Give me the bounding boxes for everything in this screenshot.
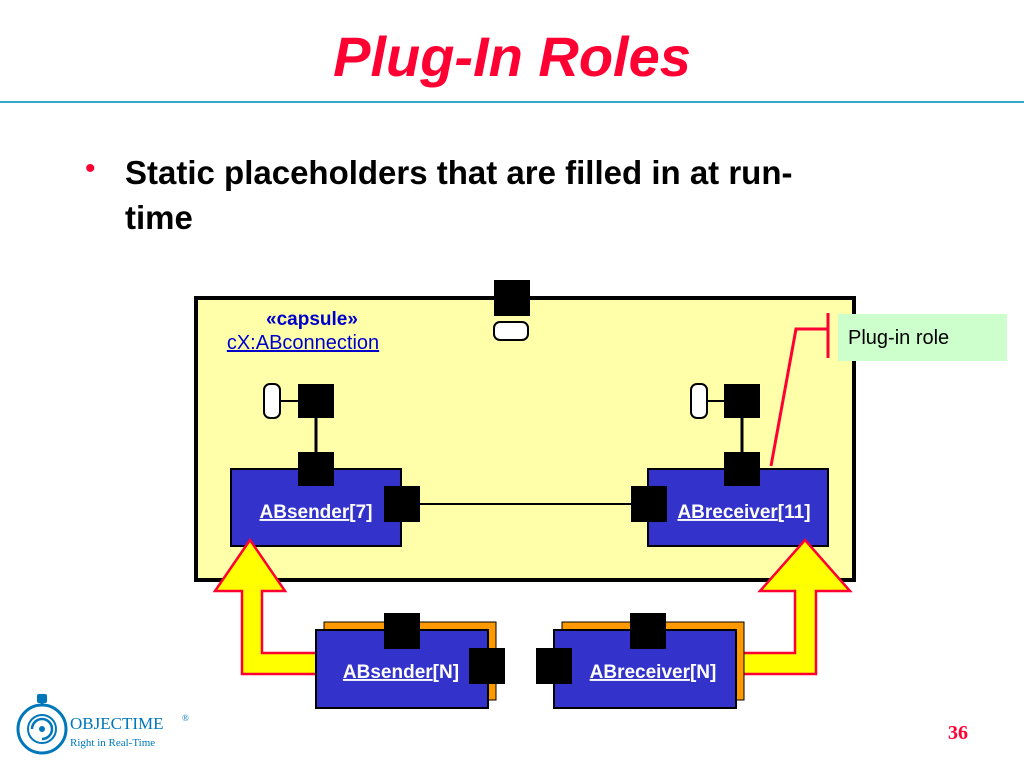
absender-class-link: ABsender	[260, 502, 350, 523]
capsule-stereotype: «capsule»	[266, 309, 358, 330]
abreceiver-port-top	[724, 452, 760, 486]
stopwatch-icon	[16, 694, 68, 755]
capsule-port-conjugate	[493, 321, 529, 341]
capsule-name-link[interactable]: cX:ABconnection	[227, 332, 379, 354]
absender-port-right	[384, 486, 420, 522]
absender-plugin-multiplicity: [N]	[433, 662, 459, 683]
bullet-marker: •	[85, 152, 96, 185]
abreceiver-class-link: ABreceiver	[677, 502, 778, 523]
absender-plugin-class-link: ABsender	[343, 662, 433, 683]
abreceiver-plugin-class-link: ABreceiver	[590, 662, 691, 683]
receiver-relay-port	[724, 384, 760, 418]
logo-brand: OBJECTIME	[70, 714, 164, 733]
sender-relay-lozenge	[263, 383, 281, 419]
abreceiver-plugin-port-top	[630, 613, 666, 649]
bullet-line-1: Static placeholders that are filled in a…	[125, 154, 793, 191]
objectime-logo: OBJECTIME ® Right in Real-Time	[16, 694, 189, 755]
receiver-relay-lozenge	[690, 383, 708, 419]
abreceiver-plugin-label: ABreceiver[N]	[590, 662, 717, 683]
plugin-role-label: Plug-in role	[848, 327, 949, 349]
absender-plugin-port-top	[384, 613, 420, 649]
slide-title: Plug-In Roles	[333, 25, 691, 88]
abreceiver-label: ABreceiver[11]	[677, 502, 810, 523]
abreceiver-plugin-multiplicity: [N]	[690, 662, 716, 683]
receiver-realization-arrow	[738, 538, 853, 676]
plugin-role-callout	[838, 314, 1007, 361]
logo-tagline: Right in Real-Time	[70, 737, 155, 749]
logo-registered-mark: ®	[182, 713, 189, 723]
sender-realization-arrow	[212, 537, 322, 676]
abreceiver-port-left	[631, 486, 667, 522]
plugin-role-pointer	[769, 327, 828, 467]
bullet-text: Static placeholders that are filled in a…	[125, 150, 945, 240]
absender-plugin-label: ABsender[N]	[343, 662, 459, 683]
absender-plugin-port-right	[469, 648, 505, 684]
abreceiver-plugin-port-left	[536, 648, 572, 684]
bullet-line-2: time	[125, 199, 193, 236]
sender-relay-port	[298, 384, 334, 418]
abreceiver-multiplicity: [11]	[778, 502, 811, 523]
title-divider	[0, 101, 1024, 103]
absender-multiplicity: [7]	[349, 502, 372, 523]
absender-label: ABsender[7]	[260, 502, 373, 523]
page-number: 36	[948, 722, 968, 744]
absender-port-top	[298, 452, 334, 486]
capsule-port-top	[494, 280, 530, 316]
